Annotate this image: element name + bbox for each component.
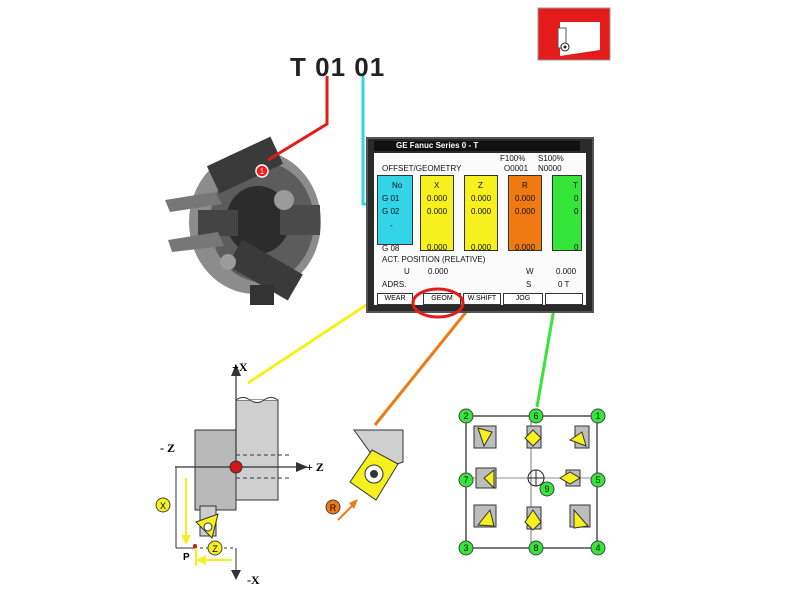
no-row-2: G 02 xyxy=(382,207,400,216)
softkey-wshift[interactable]: W.SHIFT xyxy=(463,293,501,305)
x-header: X xyxy=(434,181,440,190)
cnc-screen: GE Fanuc Series 0 - T F100% S100% OFFSET… xyxy=(366,137,594,313)
minus-z-label: - Z xyxy=(160,441,175,455)
w-value: 0.000 xyxy=(556,267,577,276)
r-row-2: 0.000 xyxy=(515,207,536,216)
tip-number-2: 2 xyxy=(463,411,468,421)
no-row-gap: - xyxy=(390,221,393,230)
z-column: Z 0.000 0.000 0.000 xyxy=(464,175,498,252)
z-header: Z xyxy=(478,181,483,190)
tip-number-4: 4 xyxy=(595,543,600,553)
no-column: No G 01 G 02 - xyxy=(377,175,413,245)
red-connector xyxy=(267,76,329,162)
t-row-1: 0 xyxy=(574,194,579,203)
plus-z-label: + Z xyxy=(306,460,324,474)
w-label: W xyxy=(526,267,534,276)
sequence-number: N0000 xyxy=(538,164,562,173)
r-header: R xyxy=(522,181,528,190)
softkey-wear[interactable]: WEAR xyxy=(377,293,413,305)
spindle-override: S100% xyxy=(538,154,564,163)
z-row-2: 0.000 xyxy=(471,207,492,216)
x-row-last: 0.000 xyxy=(427,243,448,252)
point-p-label: P xyxy=(183,552,190,563)
drill-tool-top xyxy=(165,192,222,212)
z-badge xyxy=(207,540,223,556)
nose-radius-diagram xyxy=(337,429,404,521)
drill-tool-bottom xyxy=(168,232,224,252)
no-row-last: G 08 xyxy=(382,244,400,253)
r-row-1: 0.000 xyxy=(515,194,536,203)
tip-direction-grid xyxy=(465,415,598,549)
tool-code-offset: 01 xyxy=(354,52,386,82)
no-header: No xyxy=(392,181,403,190)
r-column: R 0.000 0.000 0.000 xyxy=(508,175,542,252)
turret-image: 1 xyxy=(165,136,321,305)
s-tail: 0 T xyxy=(558,280,570,289)
z-badge-label: Z xyxy=(212,544,218,554)
adrs-label: ADRS. xyxy=(382,280,407,289)
tool-icon xyxy=(537,7,611,61)
tip-number-1: 1 xyxy=(595,411,600,421)
x-badge xyxy=(155,497,171,513)
tip-number-7: 7 xyxy=(463,475,468,485)
act-position-label: ACT. POSITION (RELATIVE) xyxy=(382,255,486,264)
cnc-display: F100% S100% OFFSET/GEOMETRY O0001 N0000 … xyxy=(374,153,586,305)
r-badge xyxy=(325,499,341,515)
geom-highlight-ellipse xyxy=(411,287,465,319)
tip-number-8: 8 xyxy=(533,543,538,553)
tool-1-marker xyxy=(255,164,269,178)
x-row-2: 0.000 xyxy=(427,207,448,216)
s-label: S xyxy=(526,280,532,289)
x-row-1: 0.000 xyxy=(427,194,448,203)
t-row-last: 0 xyxy=(574,243,579,252)
tip-number-9: 9 xyxy=(544,484,549,494)
no-row-1: G 01 xyxy=(382,194,400,203)
cnc-title: GE Fanuc Series 0 - T xyxy=(374,141,580,151)
z-row-1: 0.000 xyxy=(471,194,492,203)
t-row-2: 0 xyxy=(574,207,579,216)
u-value: 0.000 xyxy=(428,267,449,276)
minus-x-label: -X xyxy=(247,573,260,587)
r-badge-label: R xyxy=(330,503,337,513)
plus-x-label: +X xyxy=(232,360,248,374)
u-label: U xyxy=(404,267,410,276)
softkey-jog[interactable]: JOG xyxy=(503,293,543,305)
origin-point xyxy=(229,460,243,474)
r-row-last: 0.000 xyxy=(515,243,536,252)
z-row-last: 0.000 xyxy=(471,243,492,252)
tip-number-6: 6 xyxy=(533,411,538,421)
program-number: O0001 xyxy=(504,164,529,173)
tip-number-5: 5 xyxy=(595,475,600,485)
x-badge-label: X xyxy=(160,501,166,511)
tool-code: T 01 01 xyxy=(290,52,385,83)
geometry-diagram xyxy=(175,364,308,580)
tip-number-badges xyxy=(458,408,606,556)
tool-code-prefix: T 01 xyxy=(290,52,355,82)
softkey-blank[interactable] xyxy=(545,293,583,305)
tool-1-label: 1 xyxy=(260,167,265,176)
tip-number-3: 3 xyxy=(463,543,468,553)
feed-override: F100% xyxy=(500,154,526,163)
x-column: X 0.000 0.000 0.000 xyxy=(420,175,454,252)
t-column: T 0 0 0 xyxy=(552,175,582,252)
t-header: T xyxy=(573,181,578,190)
screen-header: OFFSET/GEOMETRY xyxy=(382,164,462,173)
